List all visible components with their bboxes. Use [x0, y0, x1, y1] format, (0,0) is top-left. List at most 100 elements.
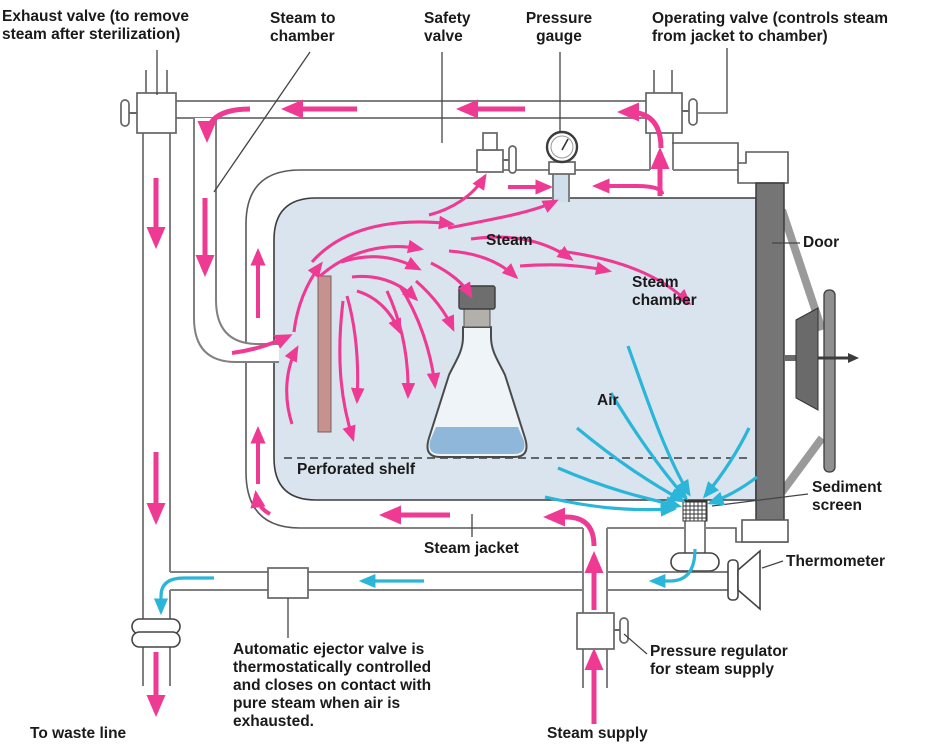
label-door: Door [803, 234, 840, 251]
door-axle-tip [848, 353, 859, 363]
door-top-flange [737, 151, 789, 184]
door-slab [755, 182, 785, 521]
air-arrow [575, 426, 686, 503]
steam-arrow [559, 249, 692, 306]
steam-arrow [318, 239, 425, 278]
label-safety-valve: Safety valve [424, 10, 471, 45]
steam-arrow [231, 334, 293, 355]
steam-arrow [448, 249, 519, 280]
leader-pressure-regulator [623, 633, 648, 655]
ejector-valve [267, 567, 309, 599]
door-bottom-flange [741, 519, 789, 543]
leader-steam-to-chamber [213, 51, 311, 193]
label-pressure-regulator: Pressure regulator for steam supply [650, 643, 788, 678]
flange-step-line [672, 142, 739, 163]
steam-arrow [292, 261, 323, 333]
steam-arrow [345, 295, 365, 405]
exhaust-valve-handle [120, 99, 130, 127]
steam-arrow [470, 235, 574, 261]
steam-arrow [351, 274, 419, 302]
steam-arrow [414, 279, 455, 332]
steam-inlet-pipe [193, 118, 279, 363]
steam-pipe-arrows [146, 99, 670, 724]
label-exhaust-valve: Exhaust valve (to remove steam after ste… [2, 8, 189, 43]
gauge-pipe [552, 172, 570, 202]
label-perforated-shelf: Perforated shelf [297, 461, 416, 478]
gauge-base [548, 161, 576, 175]
leader-lines [156, 48, 809, 655]
steam-arrow [340, 255, 422, 271]
steam-arrow [543, 507, 597, 547]
label-steam-jacket: Steam jacket [424, 540, 519, 557]
air-arrow [544, 495, 678, 517]
operating-valve [645, 92, 683, 134]
air-arrow [706, 475, 758, 506]
valve-stubs [145, 70, 673, 93]
steam-arrow [428, 173, 487, 217]
steam-arrow [519, 261, 613, 275]
gauge-needle [561, 138, 569, 151]
label-thermometer: Thermometer [786, 553, 886, 570]
flask-body [426, 326, 528, 458]
exhaust-valve [136, 92, 177, 134]
baffle-plate [317, 275, 332, 433]
steam-arrow [430, 261, 473, 299]
ejector-pipe [170, 571, 729, 591]
door-strut-bottom [778, 435, 826, 495]
label-steam-supply: Steam supply [547, 725, 648, 742]
jacket-bottom-line [300, 527, 788, 543]
steam-arrow [197, 106, 251, 143]
leader-sediment-screen [711, 493, 809, 507]
steam-arrow [592, 178, 664, 195]
flask-plug [463, 307, 491, 328]
regulator-handle [619, 617, 629, 644]
steam-jacket-arrows [231, 178, 664, 516]
label-steam: Steam [486, 232, 533, 249]
steam-arrow [356, 289, 402, 335]
air-arrow [702, 427, 751, 499]
sediment-screen [682, 500, 708, 522]
steam-chamber-body [273, 197, 757, 501]
label-steam-to-chamber: Steam to chamber [270, 10, 336, 45]
sediment-pipe [684, 521, 706, 553]
operating-valve-pipe [649, 133, 674, 170]
pressure-regulator [576, 612, 615, 650]
operating-valve-handle [688, 98, 698, 126]
steam-arrow [385, 290, 416, 400]
label-pressure-gauge: Pressure gauge [525, 10, 593, 45]
valves [120, 92, 761, 650]
steam-arrow [250, 490, 271, 516]
steam-arrow [398, 285, 441, 390]
air-arrows [153, 345, 758, 616]
steam-arrow [338, 300, 356, 442]
label-sediment-screen: Sediment screen [812, 479, 882, 514]
steam-arrow [617, 102, 664, 149]
leader-thermometer [761, 560, 784, 569]
label-to-waste-line: To waste line [30, 725, 127, 742]
air-arrow [648, 548, 697, 589]
safety-valve [476, 149, 504, 173]
label-ejector-valve-note: Automatic ejector valve is thermostatica… [233, 641, 432, 730]
thermometer-horn [737, 549, 761, 611]
piping [142, 70, 729, 688]
steam-swirl-arrows [284, 173, 692, 442]
gauge-dial [550, 135, 574, 159]
air-arrow [153, 576, 214, 616]
steam-arrow [284, 345, 299, 425]
gauge-pipe-fill [553, 172, 569, 202]
top-pipe [176, 100, 646, 119]
safety-valve-handle [508, 145, 517, 174]
waste-fitting-bottom [131, 631, 181, 648]
label-operating-valve: Operating valve (controls steam from jac… [652, 10, 889, 45]
door-wheel-hub [795, 307, 819, 411]
air-arrow [626, 345, 691, 497]
door-wheel [823, 289, 836, 473]
leader-operating-valve [698, 48, 728, 114]
flask-liquid [429, 427, 525, 454]
door-assembly [741, 182, 859, 543]
steam-arrow [310, 215, 456, 264]
label-steam-chamber: Steam chamber [632, 274, 697, 309]
steam-supply-pipe [582, 528, 608, 688]
